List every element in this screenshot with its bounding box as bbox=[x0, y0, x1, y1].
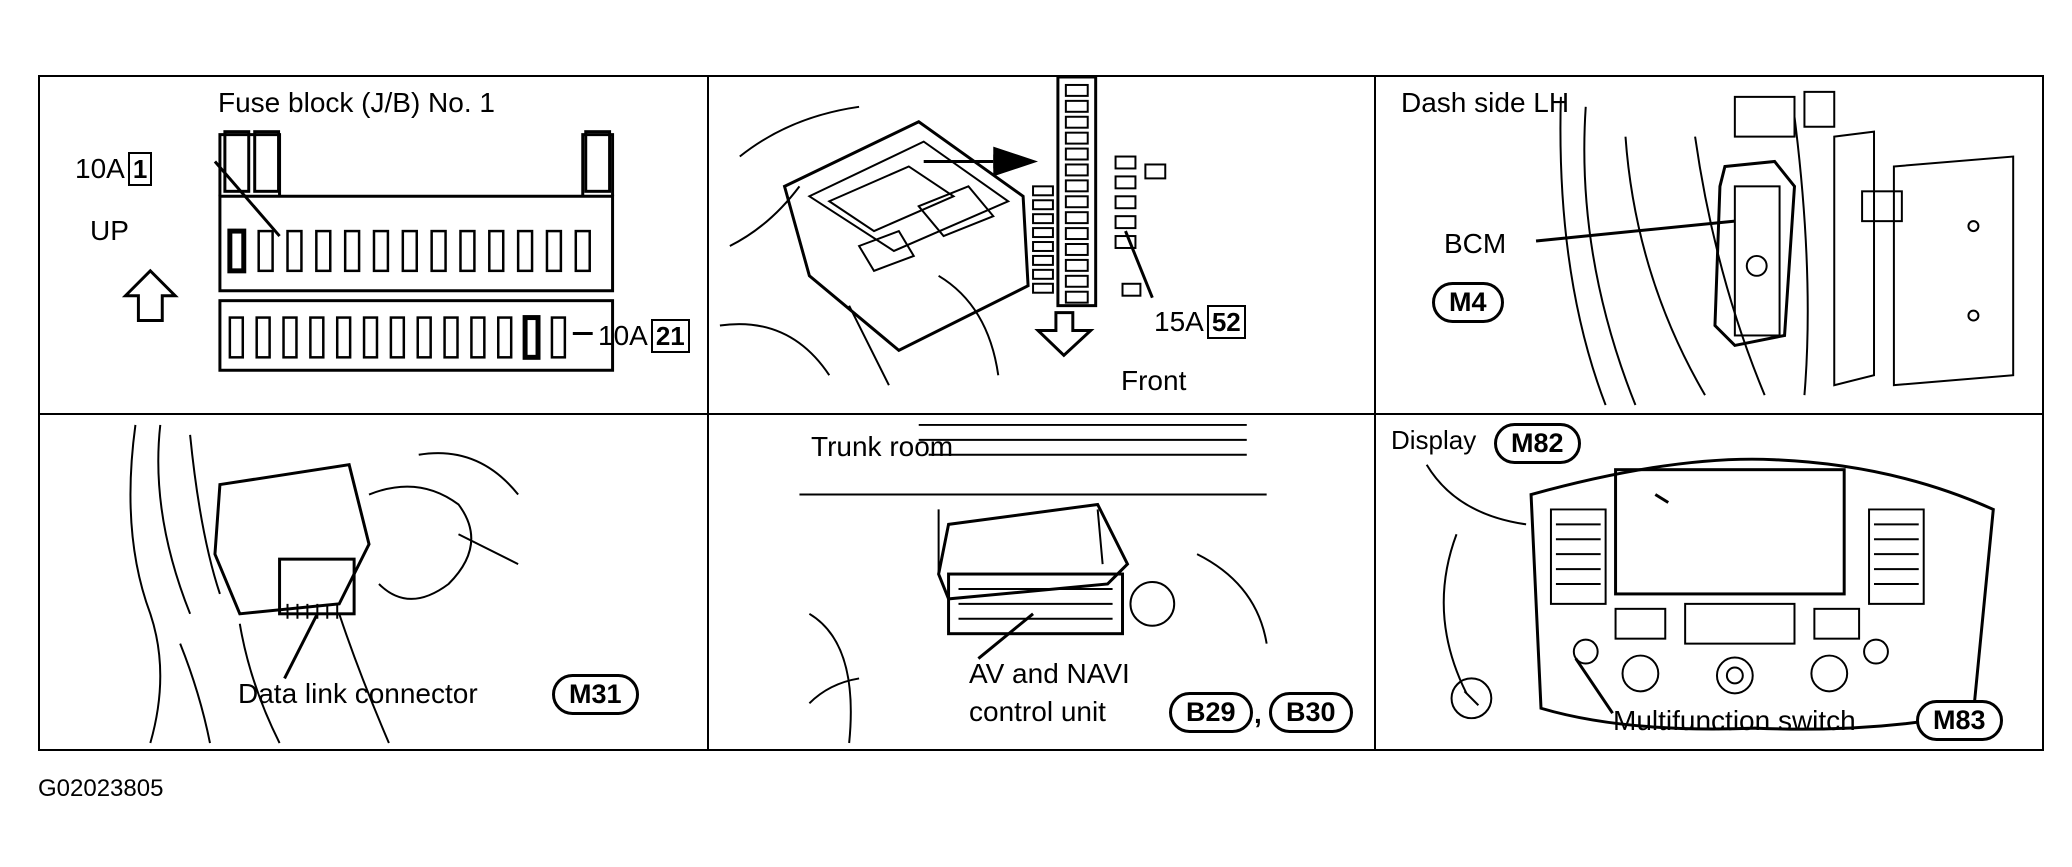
fuse-slot bbox=[574, 229, 591, 273]
fuse-slot bbox=[257, 229, 274, 273]
fuse-slot bbox=[372, 229, 390, 273]
bcm-label: BCM bbox=[1444, 228, 1507, 259]
fuse-52-rating: 15A bbox=[1154, 306, 1204, 337]
fuse-21-number: 21 bbox=[650, 319, 690, 353]
display-label: Display bbox=[1391, 425, 1477, 455]
fuse-52-number: 52 bbox=[1206, 305, 1246, 339]
data-link-connector-badge: M31 bbox=[552, 674, 639, 715]
fuse-slot bbox=[1032, 199, 1054, 211]
fuse-slot bbox=[522, 315, 541, 360]
dash-side-drawing bbox=[1535, 90, 2015, 406]
fuse-slot bbox=[286, 229, 303, 273]
trunk-room-drawing bbox=[799, 423, 1268, 744]
fuse-slot bbox=[1032, 185, 1054, 197]
fuse-slot bbox=[470, 316, 486, 359]
fuse-slot bbox=[1064, 211, 1089, 225]
m83-connector-badge: M83 bbox=[1916, 700, 2003, 741]
fuse-slot bbox=[1032, 268, 1054, 280]
fuse-slot bbox=[516, 229, 534, 273]
fuse-slot bbox=[255, 316, 271, 359]
fuse-slot bbox=[343, 229, 361, 273]
fuse-slot bbox=[1064, 147, 1089, 161]
dash-side-title: Dash side LH bbox=[1401, 87, 1570, 118]
fuse-slot bbox=[1064, 290, 1089, 304]
fuse-slot bbox=[459, 229, 476, 273]
fuse-slot bbox=[227, 228, 247, 274]
b30-connector-badge: B30 bbox=[1269, 692, 1353, 733]
fuse-slot bbox=[1064, 243, 1089, 256]
fuse-slot bbox=[1064, 131, 1089, 145]
fuse-21-rating: 10A bbox=[598, 320, 648, 351]
fuse-slot bbox=[309, 316, 325, 359]
front-label: Front bbox=[1121, 365, 1187, 396]
fuse-slot bbox=[1032, 227, 1054, 239]
fuse-slot bbox=[1064, 274, 1089, 288]
fuse-slot bbox=[545, 229, 563, 273]
fuse-slot bbox=[443, 316, 459, 359]
bcm-connector-badge: M4 bbox=[1432, 282, 1504, 323]
multifunction-switch-label: Multifunction switch bbox=[1613, 705, 1856, 736]
panel-trunk-room: Trunk room AV and NAVI control unit B29 … bbox=[709, 415, 1376, 749]
fuse-slot bbox=[488, 229, 505, 273]
fuse-slot bbox=[1032, 213, 1054, 225]
fuse-slot bbox=[1064, 115, 1089, 129]
fuse-slot bbox=[1064, 227, 1089, 241]
av-navi-line2: control unit bbox=[969, 696, 1106, 727]
fuse-slot bbox=[282, 316, 298, 359]
fuse-block-drawing bbox=[121, 130, 615, 372]
fuse-slot bbox=[1032, 282, 1054, 294]
fuse-block-title: Fuse block (J/B) No. 1 bbox=[218, 87, 495, 118]
m82-connector-badge: M82 bbox=[1494, 423, 1581, 464]
panel-dash-side: Dash side LH BCM M4 bbox=[1376, 77, 2042, 415]
b29-connector-badge: B29 bbox=[1169, 692, 1253, 733]
fuse-slot bbox=[416, 316, 432, 359]
fuse-slot bbox=[1064, 258, 1089, 272]
av-navi-line1: AV and NAVI bbox=[969, 658, 1130, 689]
fuse-slot bbox=[1064, 83, 1089, 97]
panel-data-link: Data link connector M31 bbox=[40, 415, 709, 749]
fuse-slot bbox=[315, 229, 332, 273]
fuse-slot bbox=[1032, 241, 1054, 252]
fuse-slot bbox=[362, 316, 379, 359]
display-drawing bbox=[1425, 457, 1995, 731]
trunk-room-title: Trunk room bbox=[811, 431, 954, 462]
connector-separator: , bbox=[1254, 698, 1262, 729]
fuse-slot bbox=[550, 316, 567, 359]
fuse-slot bbox=[1064, 195, 1089, 209]
fuse-slot bbox=[389, 316, 406, 359]
up-label: UP bbox=[90, 215, 129, 246]
fuse-slot bbox=[1032, 254, 1054, 266]
fuse-slot bbox=[1064, 163, 1089, 177]
data-link-drawing bbox=[129, 424, 519, 744]
panel-display: Display M82 Multifunction switch M83 bbox=[1376, 415, 2042, 749]
fuse-slot bbox=[335, 316, 352, 359]
fuse-slot bbox=[228, 316, 245, 359]
figure-code: G02023805 bbox=[38, 775, 164, 802]
fuse-slot bbox=[497, 316, 513, 359]
fuse-slot bbox=[1064, 179, 1089, 193]
fuse-slot bbox=[1064, 99, 1089, 113]
fuse-1-rating: 10A bbox=[75, 153, 125, 184]
engine-room-drawing bbox=[719, 77, 1167, 386]
fuse-slot bbox=[430, 229, 447, 273]
fuse-slot bbox=[401, 229, 418, 273]
data-link-label: Data link connector bbox=[238, 678, 478, 709]
fuse-1-number: 1 bbox=[127, 152, 153, 186]
